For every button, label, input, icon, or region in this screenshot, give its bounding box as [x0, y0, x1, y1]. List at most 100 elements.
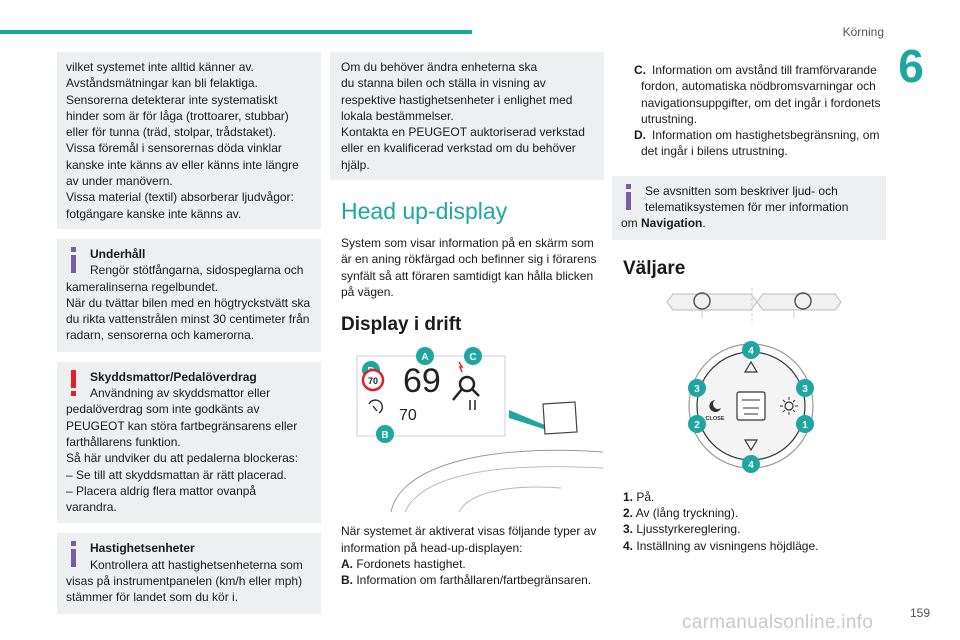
list-text: Inställning av visningens höjdläge.: [636, 538, 819, 553]
callout-label: 3: [802, 384, 808, 395]
mats-warning-note: Skyddsmattor/Pedalöverdrag Användning av…: [57, 361, 321, 524]
text-line: av under manövern.: [66, 174, 173, 189]
text-line: System som visar information på en skärm…: [341, 236, 594, 251]
list-key: 4.: [623, 538, 634, 553]
chapter-number: 6: [898, 40, 924, 92]
text-line: Kontrollera att hastighetsenheterna som: [90, 557, 303, 572]
navigation-reference-note: Se avsnitten som beskriver ljud- och tel…: [612, 175, 886, 240]
text-line: eller för tunna (träd, stolpar, trådstak…: [66, 125, 277, 140]
text-line: eller en kvalificerad verkstad om du beh…: [341, 141, 576, 156]
text-fragment: .: [702, 216, 706, 231]
moon-icon[interactable]: [709, 399, 721, 412]
hud-center-button[interactable]: [736, 391, 766, 421]
list-text: Information om farthållaren/fartbegränsa…: [356, 573, 592, 588]
text-line: visas på instrumentpanelen (km/h eller m…: [66, 574, 303, 589]
text-line: respektive hastighetsenheter i enlighet …: [341, 92, 573, 107]
brightness-rays: [780, 396, 798, 415]
text-line: du stanna bilen och ställa in visning av: [341, 76, 546, 91]
text-line: på vägen.: [341, 284, 394, 299]
callout-label: 4: [748, 346, 754, 357]
text-line: kanske inte känns av eller känns inte lä…: [66, 157, 299, 172]
text-line: Se avsnitten som beskriver ljud- och: [645, 183, 838, 198]
brightness-icon[interactable]: [784, 401, 794, 411]
distance-alert-icon-stroke: [471, 388, 480, 398]
list-key: B.: [341, 573, 353, 588]
text-line: utrustning.: [641, 111, 698, 126]
text-line: Avståndsmätningar kan bli felaktiga.: [66, 76, 258, 91]
text-line: fotgängare kanske inte känns av.: [66, 206, 242, 221]
text-line: hjälp.: [341, 157, 370, 172]
down-arrow-icon[interactable]: [743, 439, 759, 451]
up-arrow-icon[interactable]: [743, 360, 759, 373]
text-line: Så här undviker du att pedalerna blocker…: [66, 451, 299, 466]
close-label: CLOSE: [706, 416, 725, 422]
page-number: 159: [909, 606, 930, 620]
text-line: – Placera aldrig flera mattor ovanpå: [66, 483, 257, 498]
list-item: 2. Av (lång tryckning).: [612, 505, 886, 521]
warning-exclamation-icon: [71, 369, 76, 396]
watermark: carmanualsonline.info: [682, 612, 874, 633]
speed-limit-sign: [361, 369, 385, 392]
list-item: D. Information om hastighetsbegränsning, …: [612, 127, 886, 160]
list-text: Information om avstånd till framförvaran…: [652, 63, 877, 77]
speed-limit-value: 70: [368, 376, 378, 386]
info-icon: [71, 246, 76, 273]
projection-beam: [509, 410, 547, 431]
stalk-right: [756, 293, 842, 311]
callout-label: 4: [748, 460, 754, 471]
text-line: fordon, automatiska nödbromsvarningar oc…: [641, 79, 876, 94]
distance-alert-icon-stroke: [452, 388, 463, 402]
note-title: Skyddsmattor/Pedalöverdrag: [90, 369, 257, 384]
callout-c: [464, 347, 482, 366]
callout-4-bottom: [742, 454, 760, 473]
text-line: lokala bestämmelser.: [341, 108, 454, 123]
heading-display-i-drift: Display i drift: [341, 314, 462, 336]
text-line: information på head-up-displayen:: [341, 540, 523, 555]
distance-alert-icon: [458, 376, 476, 393]
callout-b: [376, 425, 394, 444]
text-line: Vissa föremål i sensorernas döda vinklar: [66, 141, 282, 156]
cruise-control-icon: [368, 399, 383, 414]
callout-label: 2: [694, 420, 700, 431]
steering-wheel-icon: [693, 291, 711, 310]
column-2: Om du behöver ändra enheterna ska du sta…: [330, 52, 604, 588]
text-line: Sensorerna detekterar inte systematiskt: [66, 92, 278, 107]
selector-figure: CLOSE 4 3 3 2 1 4: [666, 287, 842, 473]
text-fragment: om: [621, 216, 642, 231]
list-key: D.: [634, 128, 646, 143]
text-line: stämmer för landet som du kör i.: [66, 590, 239, 605]
hud-screen: [356, 355, 506, 437]
list-text: Av (lång tryckning).: [635, 505, 739, 520]
text-line: telematiksystemen för mer information: [645, 200, 849, 215]
cruise-speed-value: 70: [399, 407, 417, 424]
column-3: C. Information om avstånd till framförvar…: [612, 52, 886, 554]
list-item: 3. Ljusstyrkereglering.: [612, 521, 886, 537]
heading-valjare: Väljare: [623, 257, 686, 279]
alert-bolt-icon: [458, 361, 464, 373]
list-key: 1.: [623, 489, 634, 504]
hud-display-figure: D A C B 70 69 70: [356, 347, 604, 513]
callout-a: [416, 347, 434, 366]
list-key: C.: [634, 63, 646, 77]
text-line: Om du behöver ändra enheterna ska: [341, 60, 538, 74]
list-text: Ljusstyrkereglering.: [636, 522, 741, 537]
callout-c-label: C: [469, 352, 476, 363]
note-title: Underhåll: [90, 246, 146, 261]
text-line: PEUGEOT kan störa fartbegränsarens eller: [66, 418, 298, 433]
steering-wheel-icon: [794, 291, 812, 310]
text-line: du rikta vattenstrålen minst 30 centimet…: [66, 312, 310, 327]
sensor-limits-box: vilket systemet inte alltid känner av. A…: [57, 52, 321, 229]
text-line: det ingår i bilens utrustning.: [641, 144, 788, 159]
list-item: 4. Inställning av visningens höjdläge.: [612, 538, 886, 554]
list-text: Information om hastighetsbegränsning, om: [652, 128, 880, 143]
hud-combiner-screen: [542, 401, 578, 435]
text-line: kameralinserna regelbundet.: [66, 279, 219, 294]
text-line: vilket systemet inte alltid känner av.: [66, 60, 254, 74]
dashboard-outline: [390, 450, 604, 513]
list-item: C. Information om avstånd till framförvar…: [612, 62, 886, 127]
vehicle-speed-value: 69: [403, 362, 441, 400]
hud-info-intro: När systemet är aktiverat visas följande…: [330, 523, 604, 556]
text-line: Kontakta en PEUGEOT auktoriserad verksta…: [341, 125, 585, 140]
text-line: varandra.: [66, 500, 117, 515]
text-line: navigationsuppgifter, om det ingår i for…: [641, 95, 881, 110]
